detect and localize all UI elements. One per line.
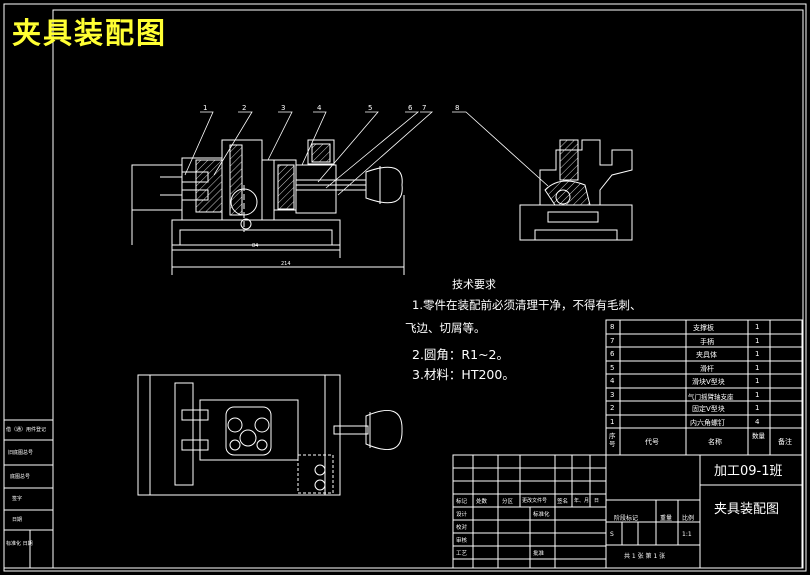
class-name: 加工09-1班 (714, 464, 783, 479)
part-qty: 1 (755, 350, 760, 358)
part-no: 4 (610, 377, 615, 385)
parts-table (605, 319, 803, 456)
check-label: 校对 (456, 525, 468, 531)
balloon-7: 7 (422, 104, 427, 112)
part-qty: 1 (755, 364, 760, 372)
part-name: 滑杆 (700, 365, 714, 373)
left-strip (3, 419, 54, 569)
balloon-8: 8 (455, 104, 460, 112)
part-name: 夹具体 (696, 351, 717, 359)
title-block (452, 454, 803, 569)
header-qty: 数量 (752, 432, 765, 440)
approve-label: 批准 (533, 551, 545, 557)
balloon-2: 2 (242, 104, 247, 112)
drawing-title: 夹具装配图 (12, 16, 168, 50)
part-no: 5 (610, 364, 615, 372)
inner-border (52, 9, 804, 569)
part-qty: 1 (755, 391, 760, 399)
tech-line-3: 2.圆角：R1~2。 (412, 347, 509, 362)
balloon-6: 6 (408, 104, 413, 112)
part-qty: 1 (755, 404, 760, 412)
part-name: 滑块V型块 (692, 378, 725, 386)
part-qty: 1 (755, 377, 760, 385)
tech-line-1: 1.零件在装配前必须清理干净，不得有毛刺、 (412, 298, 642, 312)
rev-zone: 分区 (502, 499, 514, 505)
tech-line-2: 飞边、切屑等。 (405, 321, 486, 335)
rev-mark: 标记 (456, 499, 468, 505)
header-name: 名称 (708, 438, 722, 446)
weight-label: 重量 (660, 515, 673, 522)
balloon-3: 3 (281, 104, 286, 112)
tech-line-4: 3.材料：HT200。 (412, 367, 515, 382)
dim-overall: 214 (281, 261, 291, 267)
top-view (137, 374, 403, 496)
process-label: 工艺 (456, 551, 468, 557)
part-name: 支撑板 (693, 324, 714, 332)
strip-sign: 签字 (12, 496, 23, 502)
part-no: 6 (610, 350, 615, 358)
rev-doc: 更改文件号 (522, 498, 548, 504)
part-no: 8 (610, 323, 615, 331)
scale-label: 比例 (682, 515, 695, 522)
strip-date: 日期 (12, 517, 23, 523)
strip-old-no: 旧底图总号 (8, 450, 34, 456)
rev-count: 处数 (476, 499, 488, 505)
part-name: 气门摇臂轴支座 (688, 393, 734, 401)
rev-sign: 签名 (557, 499, 569, 505)
part-qty: 1 (755, 337, 760, 345)
header-code: 代号 (645, 438, 659, 446)
header-note: 备注 (778, 438, 792, 446)
strip-std-date: 标准化 日期 (6, 541, 33, 547)
balloon-5: 5 (368, 104, 373, 112)
tech-heading: 技术要求 (452, 278, 496, 291)
sheet-count: 共 1 张 第 1 张 (624, 553, 666, 560)
part-name: 固定V型块 (692, 405, 725, 413)
header-no: 序号 (609, 432, 616, 448)
balloon-4: 4 (317, 104, 322, 112)
part-qty: 4 (755, 418, 760, 426)
side-view (519, 139, 633, 241)
balloon-1: 1 (203, 104, 208, 112)
scale-value: 1:1 (682, 531, 692, 538)
stage-s: S (610, 531, 614, 538)
rev-date: 年、月、日 (574, 498, 600, 504)
stage-mark-label: 阶段标记 (614, 515, 639, 522)
part-name: 内六角螺钉 (690, 419, 725, 427)
design-label: 设计 (456, 512, 468, 518)
std-label: 标准化 (533, 512, 550, 518)
part-no: 3 (610, 391, 615, 399)
review-label: 审核 (456, 538, 468, 544)
strip-base-no: 底图总号 (10, 474, 31, 480)
part-name: 手柄 (700, 338, 714, 346)
part-no: 7 (610, 337, 615, 345)
front-view (131, 111, 549, 275)
part-qty: 1 (755, 323, 760, 331)
drawing-name: 夹具装配图 (714, 502, 780, 517)
outer-border (3, 3, 807, 572)
part-no: 1 (610, 418, 615, 426)
strip-borrow: 借（通）用件登记 (6, 427, 47, 433)
dim-inner: 84 (252, 243, 259, 249)
part-no: 2 (610, 404, 615, 412)
